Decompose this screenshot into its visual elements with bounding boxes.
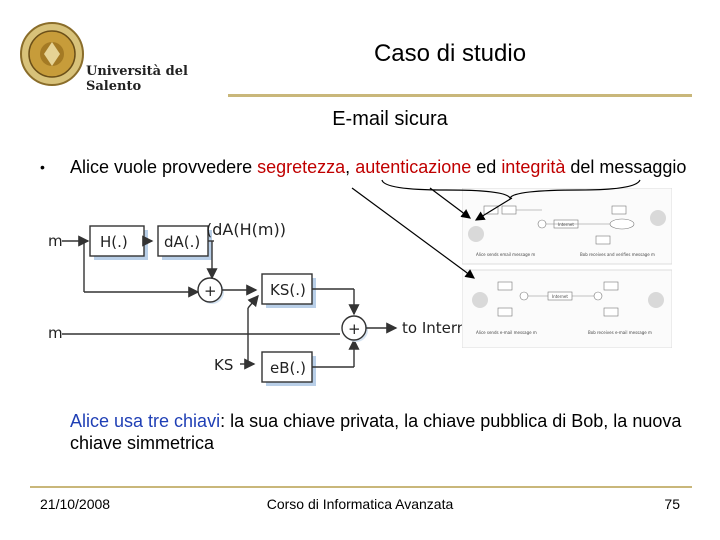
keys-note: Alice usa tre chiavi: la sua chiave priv…	[70, 410, 690, 454]
signed-hash-label: (dA(H(m))	[206, 220, 286, 239]
bullet-marker: •	[40, 159, 45, 175]
hash-block	[89, 225, 145, 257]
thumb-bottom-channel: Internet	[552, 294, 568, 299]
input-m-top: m	[48, 232, 63, 250]
concat-node-2-label: +	[348, 320, 361, 338]
footer-divider	[30, 486, 692, 488]
title-divider	[228, 94, 692, 97]
thumb-top-caption-right: Bob receives and verifies message m	[580, 252, 655, 257]
thumb-top-channel: Internet	[558, 222, 574, 227]
term-segretezza: segretezza	[257, 157, 346, 177]
university-seal-icon	[20, 22, 84, 86]
keys-note-lead: Alice usa tre chiavi	[70, 411, 221, 431]
logo-text: Università del Salento	[86, 64, 188, 94]
public-key-block	[261, 351, 313, 383]
alice-face-icon	[472, 292, 488, 308]
bullet-text: Alice vuole provvedere segretezza, auten…	[70, 156, 690, 178]
footer-date: 21/10/2008	[40, 496, 111, 512]
diagram-canvas: m H(.) dA(.) (dA(H(m)) + KS(.) m KS	[48, 220, 482, 386]
concat-node-1-label: +	[204, 282, 217, 300]
term-autenticazione: autenticazione	[355, 157, 472, 177]
sign-block-label: dA(.)	[164, 233, 200, 251]
input-m-bottom: m	[48, 324, 63, 342]
symmetric-encrypt-block	[261, 273, 313, 305]
bullet-text-part: del messaggio	[565, 157, 687, 177]
reference-figures: Internet Alice sends email message m Bob…	[461, 187, 673, 349]
session-key-label: KS	[214, 356, 233, 374]
bullet-text-part: Alice vuole provvedere	[70, 157, 258, 177]
thumb-top-caption-left: Alice sends email message m	[476, 252, 535, 257]
symmetric-encrypt-label: KS(.)	[270, 281, 306, 299]
term-integrita: integrità	[501, 157, 566, 177]
thumbnail-canvas: Internet Alice sends email message m Bob…	[461, 187, 673, 349]
slide-title: Caso di studio	[373, 40, 527, 67]
page-number: 75	[664, 496, 680, 512]
sign-block	[157, 225, 209, 257]
university-logo: Università del Salento	[18, 18, 223, 96]
public-key-label: eB(.)	[270, 359, 306, 377]
slide-subtitle: E-mail sicura	[332, 108, 448, 130]
thumb-bottom	[461, 269, 673, 349]
hash-block-label: H(.)	[100, 233, 128, 251]
bullet-separator: ,	[345, 157, 356, 177]
keys-note-rest: : la sua chiave privata, la chiave pubbl…	[70, 411, 682, 453]
bullet-separator: ed	[471, 157, 502, 177]
thumb-bottom-caption-left: Alice sends e-mail message m	[476, 330, 537, 335]
encryption-diagram: m H(.) dA(.) (dA(H(m)) + KS(.) m KS	[44, 208, 484, 392]
thumb-bottom-caption-right: Bob receives e-mail message m	[588, 330, 652, 335]
alice-face-icon	[468, 226, 484, 242]
bob-face-icon	[648, 292, 664, 308]
footer-course: Corso di Informatica Avanzata	[266, 496, 454, 512]
bob-face-icon	[650, 210, 666, 226]
